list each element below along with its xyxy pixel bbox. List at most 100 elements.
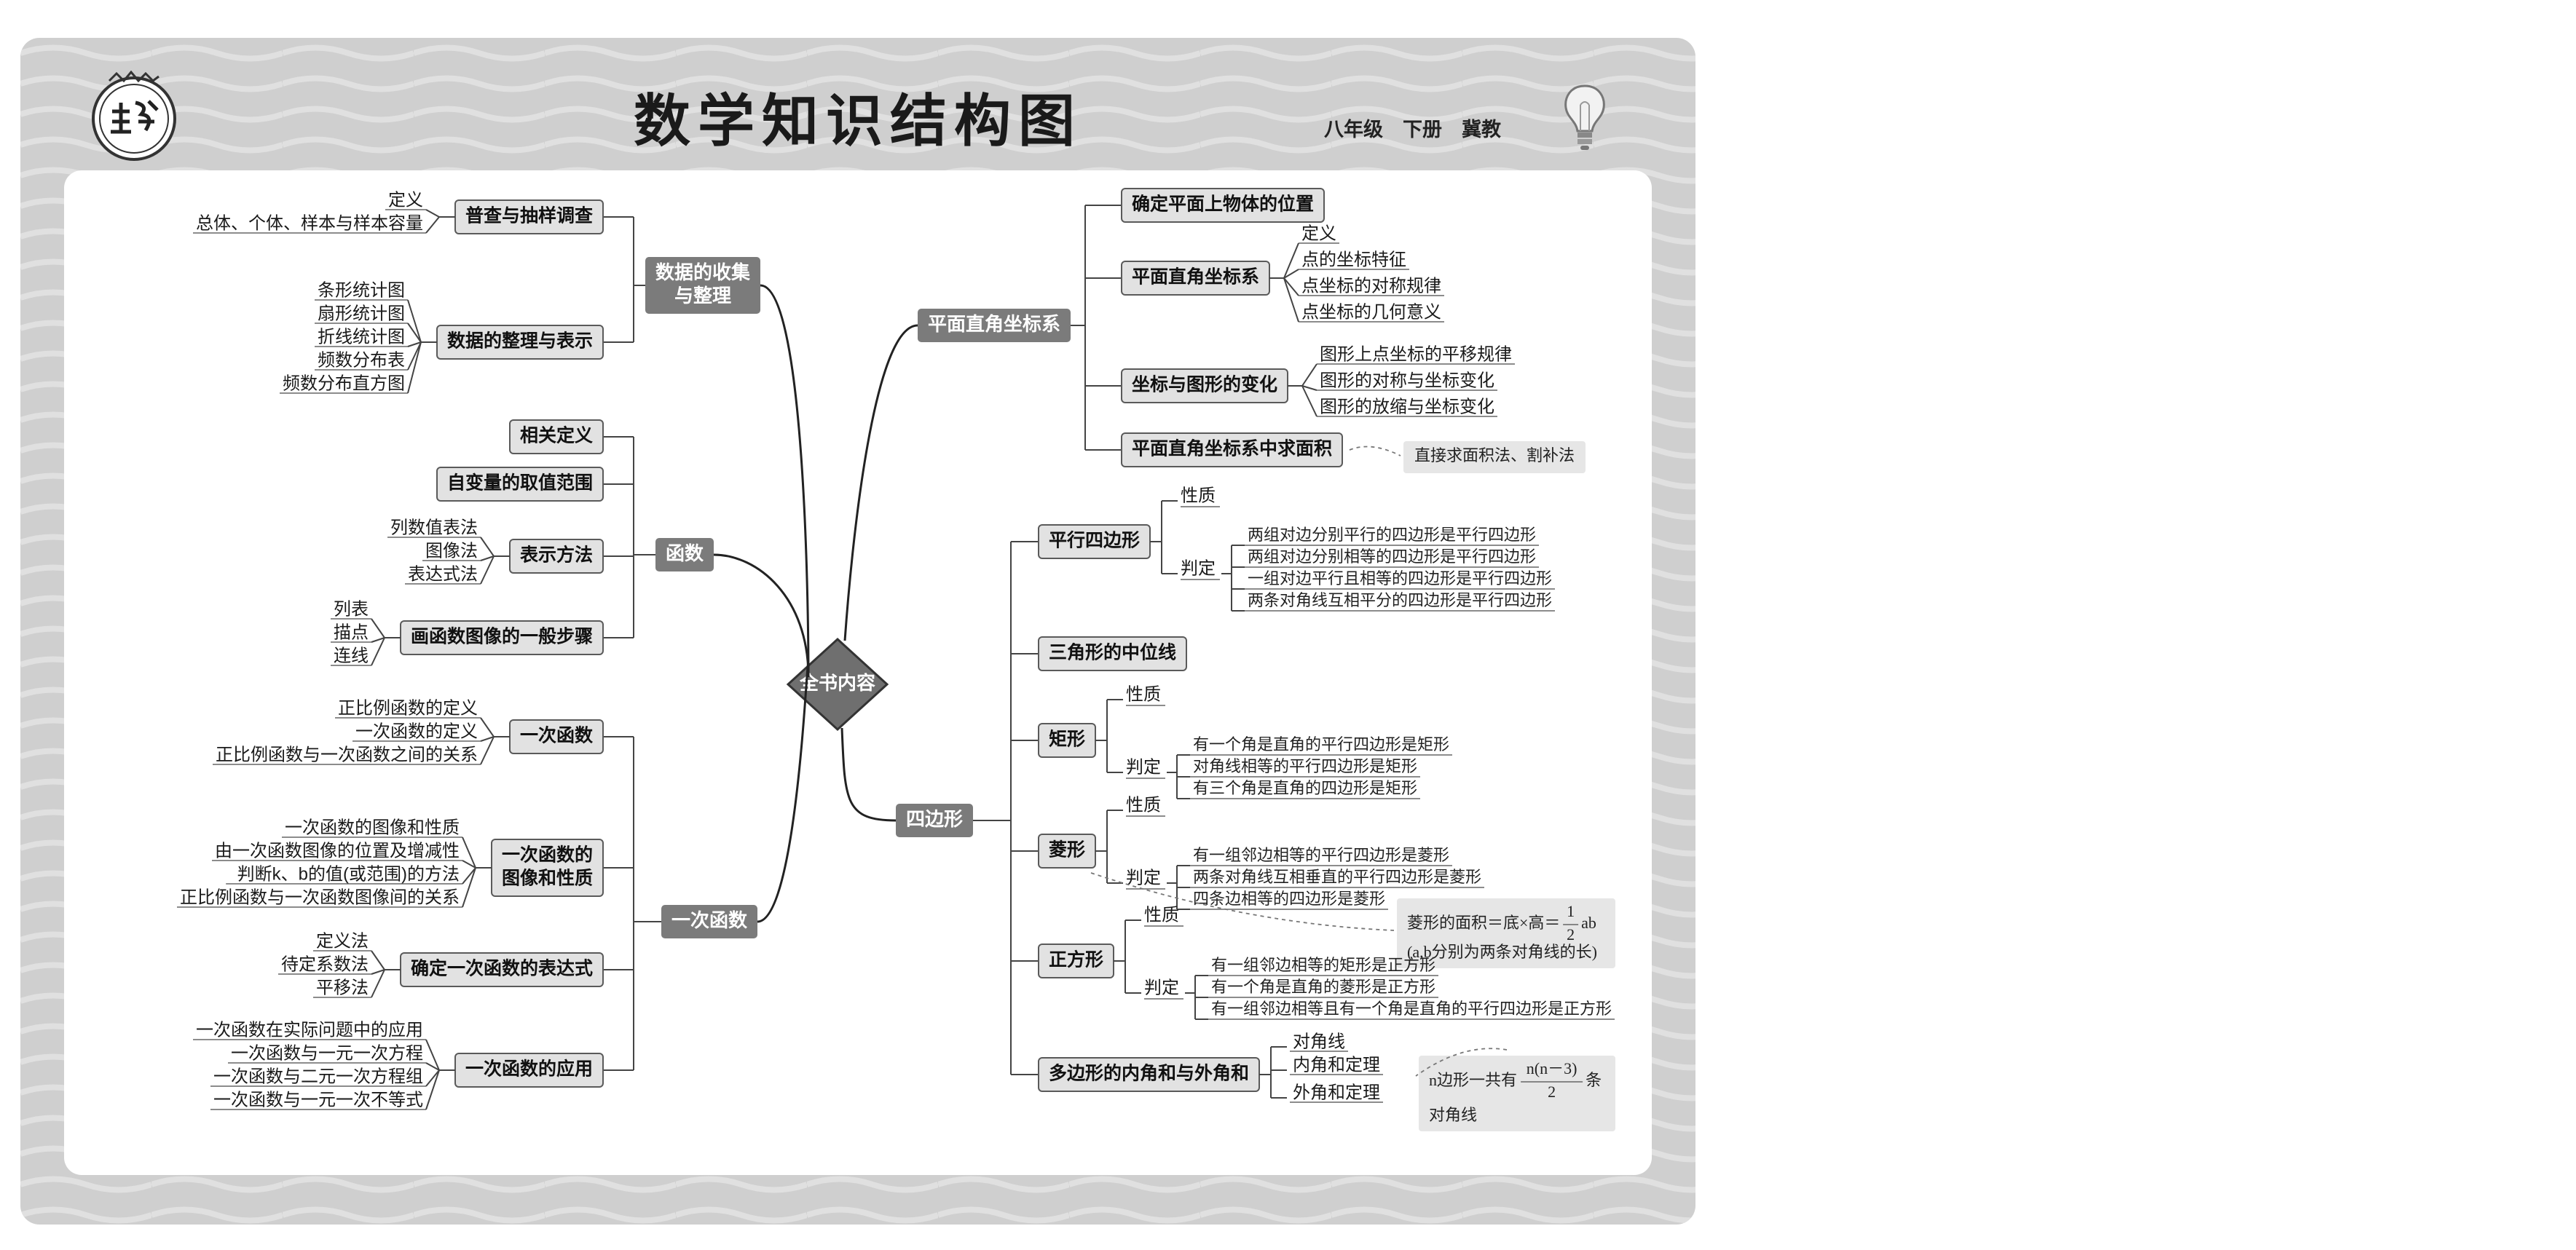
main-node-left-0: [645, 257, 760, 314]
leaf-text: 有一组邻边相等且有一个角是直角的平行四边形是正方形: [1211, 1000, 1612, 1018]
leaf-text: 内角和定理: [1293, 1055, 1380, 1075]
note-box: [1397, 898, 1615, 968]
branch-curve-left: [713, 553, 810, 678]
leaf-text: 点坐标的几何意义: [1301, 302, 1441, 322]
connector-path: [480, 736, 495, 765]
connector-path: [371, 969, 385, 998]
connector-path: [371, 637, 385, 643]
connector-path: [407, 299, 422, 343]
leaf-text: 图形上点坐标的平移规律: [1320, 344, 1512, 364]
sub-node-label: 一次函数: [520, 726, 594, 746]
group-label: 性质: [1126, 684, 1161, 704]
poster-frame: 数学知识结构图 八年级 下册 冀教: [20, 38, 1695, 1225]
note-text: n边形一共有: [1429, 1071, 1517, 1089]
leaf-text: 扇形统计图: [318, 304, 405, 323]
sub-node-label: 坐标与图形的变化: [1132, 374, 1277, 395]
leaf-text: 一次函数与一元一次不等式: [213, 1090, 423, 1109]
sub-node-label: 正方形: [1049, 949, 1103, 970]
connector-path: [480, 555, 495, 585]
sub-node-label: 一次函数的: [502, 844, 593, 866]
main-node-right-1: [896, 804, 973, 837]
main-node-left-2-label: 一次函数: [671, 909, 748, 931]
connector-path: [371, 618, 385, 638]
main-node-left-1-label: 函数: [666, 542, 704, 564]
leaf-text: 有一组邻边相等的平行四边形是菱形: [1193, 846, 1449, 864]
connector-path: [1283, 277, 1299, 296]
sub-node-label: 平面直角坐标系: [1132, 267, 1259, 288]
note-text: 对角线: [1429, 1106, 1477, 1124]
main-node-right-1-label: 四边形: [906, 808, 963, 830]
sub-node-label: 平面直角坐标系中求面积: [1132, 439, 1332, 459]
connector-path: [371, 950, 385, 970]
leaf-text: 四条边相等的四边形是菱形: [1193, 890, 1385, 908]
sub-node-label: 确定平面上物体的位置: [1132, 194, 1314, 215]
leaf-text: 一次函数与一元一次方程: [231, 1043, 423, 1063]
main-node-left-0-label: 与整理: [674, 285, 731, 306]
connector-path: [480, 736, 495, 742]
leaf-text: 判断k、b的值(或范围)的方法: [237, 864, 460, 884]
note-text: ab: [1581, 914, 1596, 932]
connector-path: [371, 969, 385, 975]
leaf-text: 表达式法: [408, 564, 478, 584]
main-node-left-1: [655, 538, 714, 571]
leaf-text: 点的坐标特征: [1301, 250, 1406, 269]
leaf-text: 定义法: [316, 931, 369, 951]
connector-path: [480, 537, 495, 557]
connector-path: [425, 209, 440, 218]
group-label: 判定: [1126, 757, 1161, 777]
leaf-text: 描点: [334, 622, 369, 642]
leaf-text: 有一个角是直角的菱形是正方形: [1211, 978, 1435, 996]
fraction-denominator: 2: [1548, 1083, 1556, 1101]
branch-curve-right: [840, 727, 897, 822]
leaf-text: 列表: [334, 599, 369, 619]
sub-node: [1121, 432, 1343, 467]
sub-node: [436, 467, 604, 502]
leaf-text: 频数分布表: [318, 350, 405, 370]
connector-path: [1301, 363, 1317, 387]
leaf-text: 图像法: [425, 541, 478, 561]
connector-path: [462, 867, 476, 908]
connector-path: [371, 637, 385, 666]
connector-path: [1283, 242, 1299, 279]
connector-path: [480, 717, 495, 737]
sub-node-label: 平行四边形: [1049, 531, 1140, 551]
sub-node-label: 数据的整理与表示: [447, 331, 593, 352]
branch-curve-right: [843, 324, 918, 641]
leaf-text: 图形的对称与坐标变化: [1320, 371, 1494, 390]
leaf-text: 两条对角线互相垂直的平行四边形是菱形: [1193, 868, 1481, 886]
center-label: 全书内容: [799, 672, 875, 694]
connector-path: [425, 1062, 440, 1071]
connector-path: [425, 1069, 440, 1087]
main-node-right-0-label: 平面直角坐标系: [928, 313, 1060, 335]
sub-node-label: 自变量的取值范围: [447, 472, 593, 494]
main-node-left-2: [661, 905, 757, 938]
connector-path: [407, 341, 422, 347]
leaf-text: 平移法: [316, 978, 369, 997]
sub-node-label: 画函数图像的一般步骤: [411, 626, 593, 647]
leaf-text: 条形统计图: [318, 280, 405, 300]
sub-node-label: 图像和性质: [502, 869, 593, 889]
connector-path: [1301, 385, 1317, 391]
leaf-text: 两组对边分别平行的四边形是平行四边形: [1248, 526, 1536, 544]
connector-path: [425, 1069, 440, 1110]
group-label: 性质: [1181, 486, 1216, 505]
main-node-right-0: [918, 309, 1071, 342]
sub-node-label: 表示方法: [520, 545, 593, 566]
note-box: [1419, 1056, 1615, 1131]
connector-path: [1283, 277, 1299, 323]
sub-node-label: 普查与抽样调查: [465, 205, 593, 226]
fraction-denominator: 2: [1567, 925, 1575, 944]
connector-path: [407, 341, 422, 394]
connector-path: [425, 1039, 440, 1071]
leaf-text: 有一组邻边相等的矩形是正方形: [1211, 956, 1435, 974]
connector-path: [462, 867, 476, 885]
leaf-text: 一次函数的定义: [355, 721, 478, 741]
sub-node-label: 矩形: [1049, 729, 1085, 750]
leaf-text: 一次函数的图像和性质: [285, 818, 460, 837]
sub-node-label: 多边形的内角和与外角和: [1049, 1063, 1249, 1084]
grade-subtitle: 八年级 下册 冀教: [1324, 119, 1501, 141]
group-label: 性质: [1144, 905, 1179, 925]
note-arrow: [1349, 446, 1401, 456]
sub-node-label: 一次函数的应用: [465, 1059, 593, 1080]
